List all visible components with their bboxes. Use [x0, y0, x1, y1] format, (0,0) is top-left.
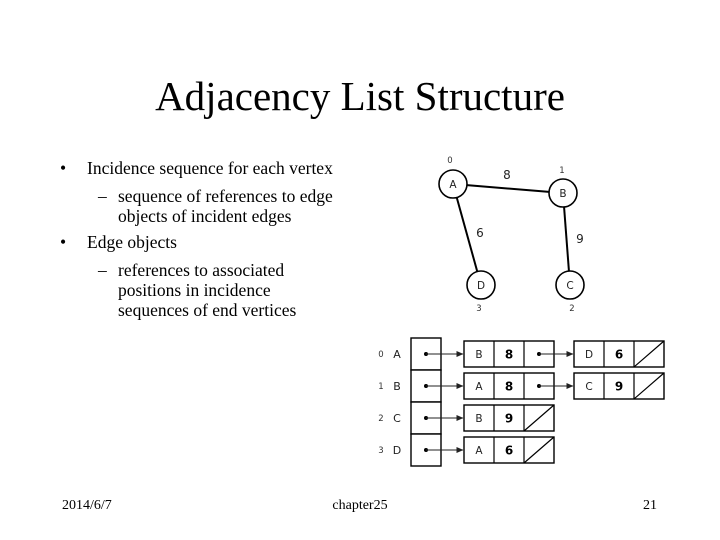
node-vertex-label: B [475, 413, 482, 425]
node-weight-label: 9 [615, 380, 623, 394]
list-row-index: 3 [378, 446, 383, 456]
edge-weight-label: 8 [503, 168, 511, 182]
null-pointer-slash [633, 340, 665, 368]
node-weight-label: 6 [615, 348, 623, 362]
list-row-label: D [393, 444, 401, 457]
vertex-label: A [449, 179, 457, 191]
edge-weight-label: 6 [476, 226, 484, 240]
list-row-index: 2 [378, 414, 383, 424]
node-vertex-label: B [475, 349, 482, 361]
bullet-list: • Incidence sequence for each vertex – s… [60, 158, 335, 326]
vertex-index-label: 2 [569, 304, 574, 314]
node-vertex-label: D [585, 349, 593, 361]
edge-weight-label: 9 [576, 232, 584, 246]
sub-bullet-marker: – [98, 186, 107, 206]
bullet-item: • Edge objects – references to associate… [60, 232, 335, 320]
list-row-index: 1 [378, 382, 383, 392]
vertex-node-D [466, 270, 496, 300]
footer-chapter: chapter25 [332, 498, 388, 513]
footer-page-number: 21 [643, 498, 657, 513]
bullet-text: Edge objects [87, 232, 177, 252]
graph-edge-AD [455, 197, 479, 272]
footer-date: 2014/6/7 [62, 498, 112, 513]
bullet-marker: • [60, 158, 67, 178]
node-weight-label: 8 [505, 380, 513, 394]
vertex-index-label: 1 [559, 166, 564, 176]
bullet-marker: • [60, 232, 67, 252]
node-vertex-label: A [475, 445, 483, 457]
list-row-label: B [393, 380, 401, 393]
node-vertex-label: A [475, 381, 483, 393]
slide-title: Adjacency List Structure [155, 73, 565, 119]
bullet-text: Incidence sequence for each vertex [87, 158, 333, 178]
list-row-label: C [393, 412, 401, 425]
node-weight-label: 6 [505, 444, 513, 458]
vertex-label: D [477, 280, 485, 292]
sub-bullet-text: references to associated positions in in… [118, 260, 297, 320]
vertex-node-C [555, 270, 585, 300]
vertex-label: B [559, 188, 566, 200]
bullet-item: • Incidence sequence for each vertex – s… [60, 158, 335, 226]
node-vertex-label: C [585, 381, 592, 393]
graph-edge-BC [563, 206, 570, 272]
vertex-index-label: 3 [476, 304, 481, 314]
vertex-label: C [566, 280, 573, 292]
null-pointer-slash [633, 372, 665, 400]
null-pointer-slash [523, 436, 555, 464]
vertex-node-B [548, 178, 578, 208]
sub-bullet-item: – sequence of references to edge objects… [60, 186, 335, 226]
node-weight-label: 8 [505, 348, 513, 362]
list-row-index: 0 [378, 350, 383, 360]
list-row-label: A [393, 348, 401, 361]
graph: 8 6 9 A 0B 1C 2 D 3 [438, 156, 585, 314]
null-pointer-slash [523, 404, 555, 432]
vertex-index-label: 0 [447, 156, 452, 166]
sub-bullet-item: – references to associated positions in … [60, 260, 335, 320]
node-weight-label: 9 [505, 412, 513, 426]
vertex-node-A [438, 169, 468, 199]
graph-edge-AB [466, 184, 550, 193]
sub-bullet-text: sequence of references to edge objects o… [118, 186, 333, 226]
sub-bullet-marker: – [98, 260, 107, 280]
